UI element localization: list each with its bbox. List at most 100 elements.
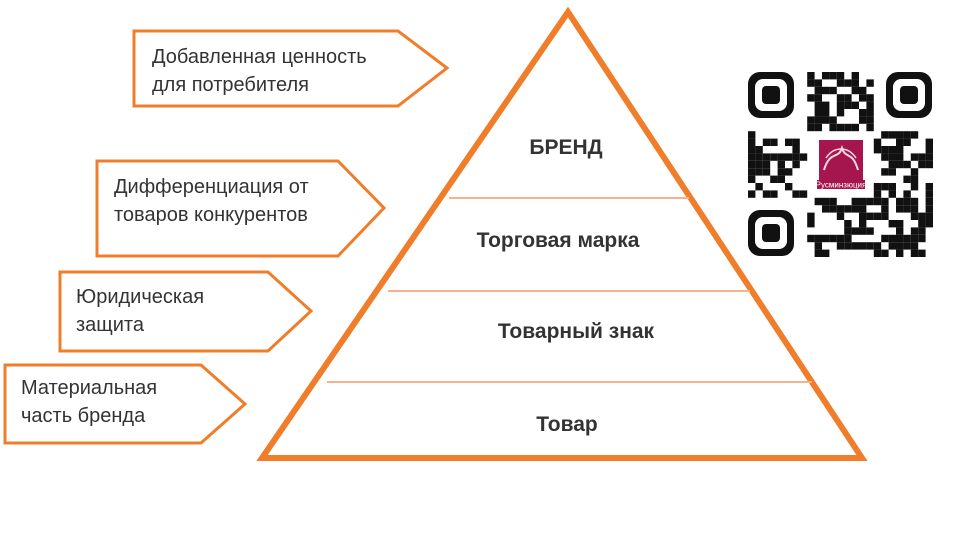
- qr-module: [785, 183, 793, 191]
- qr-finder-top-right: [886, 72, 932, 118]
- qr-module: [859, 197, 867, 206]
- qr-module: [792, 160, 800, 169]
- qr-module: [888, 168, 896, 176]
- qr-module: [888, 190, 896, 198]
- qr-module: [881, 131, 889, 139]
- qr-module: [873, 183, 882, 191]
- tier-label-trademark-sign: Товарный знак: [498, 320, 655, 343]
- qr-module: [888, 160, 896, 169]
- qr-module: [881, 234, 889, 243]
- qr-module: [896, 249, 904, 257]
- qr-module: [903, 190, 911, 198]
- qr-module: [829, 205, 837, 213]
- qr-module: [881, 168, 889, 176]
- qr-module: [762, 160, 771, 169]
- qr-module: [873, 212, 882, 220]
- qr-module: [881, 197, 889, 206]
- callout-differentiation: Дифференциация от товаров конкурентов: [95, 159, 387, 258]
- qr-module: [903, 205, 911, 213]
- callout-line: Материальная: [21, 377, 157, 399]
- callout-added-value: Добавленная ценность для потребителя: [132, 29, 450, 108]
- qr-module: [748, 175, 756, 183]
- callout-line: Дифференциация от: [114, 176, 309, 198]
- callout-arrow-shape: [58, 270, 314, 353]
- qr-module: [748, 131, 756, 139]
- qr-module: [910, 242, 919, 250]
- qr-module: [910, 168, 919, 176]
- qr-module: [866, 116, 874, 124]
- qr-module: [822, 101, 830, 109]
- qr-module: [903, 234, 911, 243]
- callout-line: часть бренда: [21, 405, 146, 427]
- qr-module: [836, 212, 845, 220]
- callout-line: товаров конкурентов: [114, 204, 308, 226]
- qr-module: [859, 94, 867, 102]
- qr-module: [755, 160, 763, 169]
- qr-module: [925, 190, 933, 198]
- qr-module: [814, 242, 822, 250]
- qr-module: [822, 72, 830, 80]
- qr-module: [814, 123, 822, 132]
- qr-module: [925, 220, 933, 228]
- qr-module: [770, 175, 778, 183]
- qr-module: [910, 175, 919, 183]
- qr-module: [925, 138, 933, 146]
- qr-module: [851, 86, 859, 95]
- qr-module: [748, 190, 756, 198]
- pyramid-outline: [256, 6, 868, 461]
- qr-module: [925, 153, 933, 161]
- qr-module: [777, 160, 785, 169]
- qr-module: [910, 212, 919, 220]
- qr-module: [910, 234, 919, 243]
- qr-module: [866, 101, 874, 109]
- qr-module: [896, 160, 904, 169]
- qr-module: [762, 138, 771, 146]
- qr-module: [859, 116, 867, 124]
- qr-module: [910, 227, 919, 235]
- qr-module: [807, 72, 815, 80]
- qr-module: [748, 160, 756, 169]
- qr-module: [851, 205, 859, 213]
- qr-module: [822, 234, 830, 243]
- qr-module: [918, 220, 926, 228]
- qr-modules: [748, 72, 933, 257]
- qr-module: [866, 227, 874, 235]
- qr-module: [903, 242, 911, 250]
- qr-module: [910, 183, 919, 191]
- qr-module: [814, 94, 822, 102]
- qr-module: [792, 146, 800, 154]
- callout-line: Добавленная ценность: [152, 46, 367, 68]
- qr-module: [925, 160, 933, 169]
- qr-module: [918, 249, 926, 257]
- qr-module: [785, 153, 793, 161]
- qr-module: [918, 234, 926, 243]
- qr-module: [762, 153, 771, 161]
- tier-label-trade-mark: Торговая марка: [477, 229, 640, 252]
- callout-line: защита: [76, 314, 145, 336]
- qr-module: [829, 234, 837, 243]
- qr-module: [873, 146, 882, 154]
- qr-module: [777, 168, 785, 176]
- qr-module: [829, 86, 837, 95]
- qr-module: [888, 153, 896, 161]
- qr-module: [829, 72, 837, 80]
- qr-module: [799, 153, 808, 161]
- qr-module: [829, 197, 837, 206]
- qr-module: [755, 146, 763, 154]
- qr-module: [807, 234, 815, 243]
- qr-logo-caption: Русминзюция: [816, 181, 867, 190]
- qr-module: [896, 227, 904, 235]
- qr-module: [822, 109, 830, 117]
- qr-module: [851, 79, 859, 87]
- qr-module: [807, 79, 815, 87]
- qr-module: [859, 227, 867, 235]
- qr-module: [896, 153, 904, 161]
- qr-module: [903, 138, 911, 146]
- qr-module: [851, 197, 859, 206]
- qr-module: [851, 72, 859, 80]
- tier-label-brand: БРЕНД: [529, 136, 602, 159]
- qr-module: [836, 234, 845, 243]
- qr-module: [851, 123, 859, 132]
- qr-module: [777, 175, 785, 183]
- qr-module: [836, 109, 845, 117]
